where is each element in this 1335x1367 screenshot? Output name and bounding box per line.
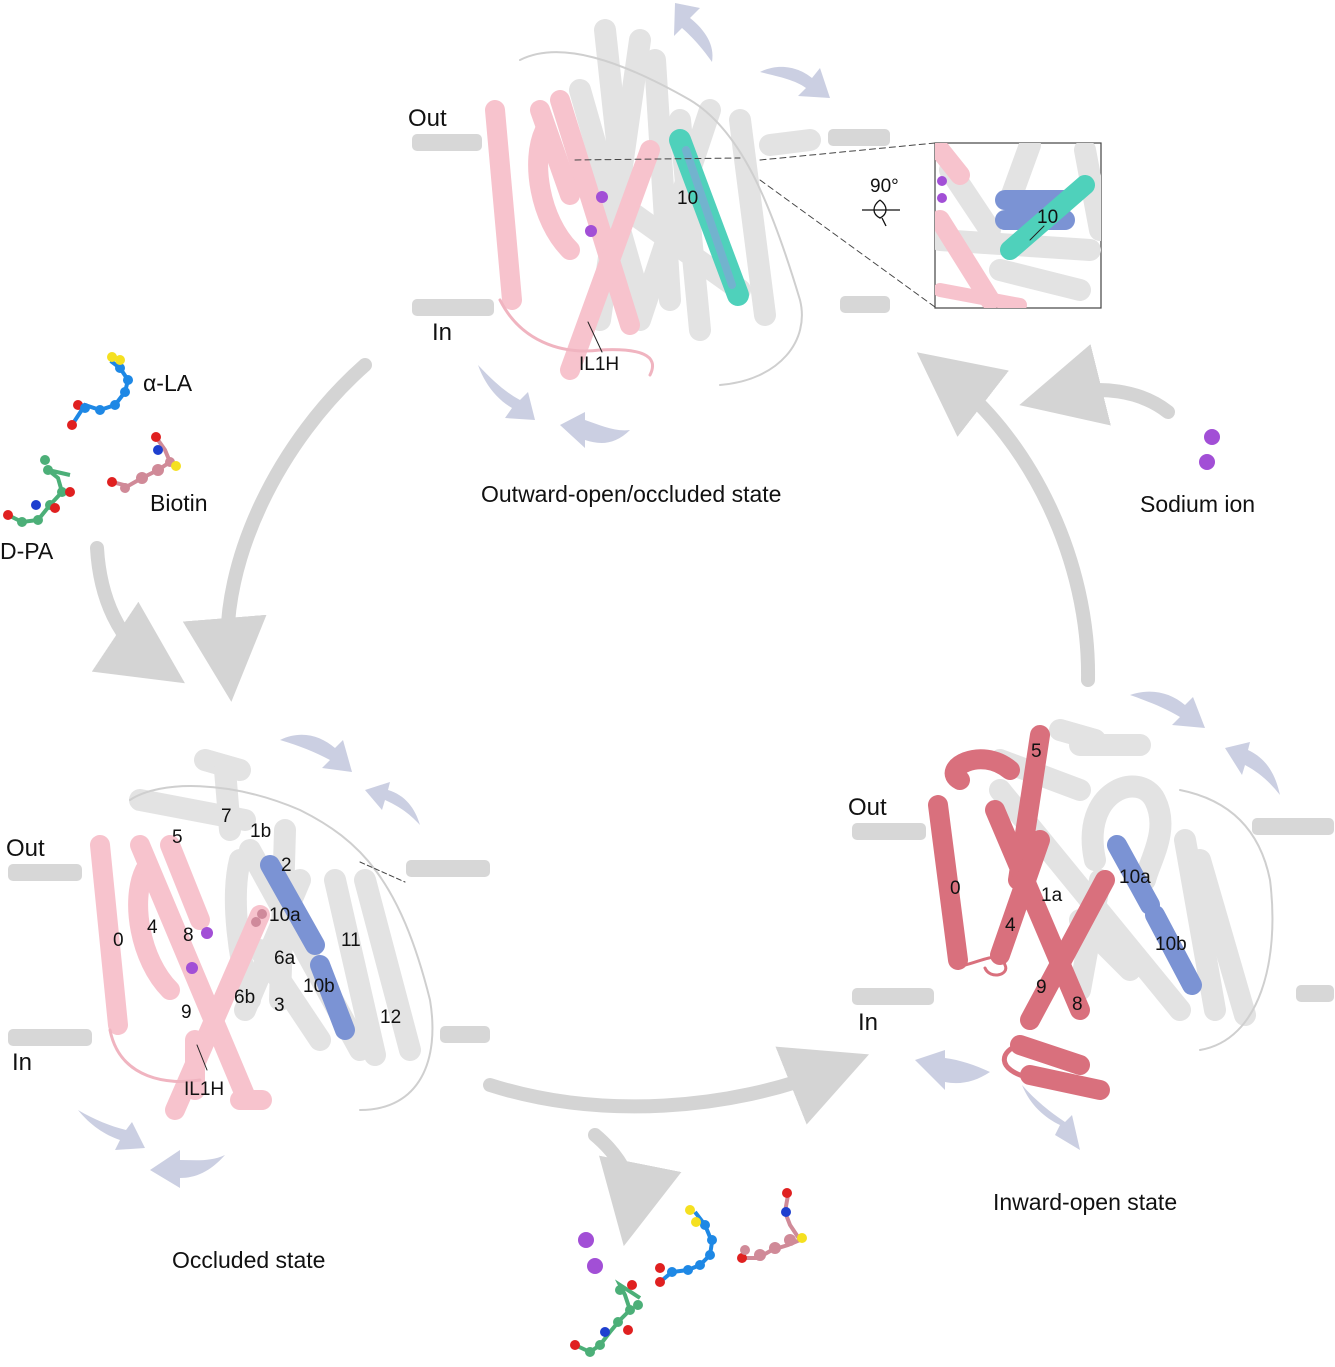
outward-helix-10: 10 (677, 188, 698, 209)
arrow-sodium-entry (1019, 344, 1175, 426)
motion-arrows (78, 3, 1280, 1188)
molecule-lipoic-acid-top (67, 352, 133, 430)
outward-in-label: In (432, 319, 452, 346)
cycle-arrows (90, 344, 1175, 1247)
inward-helix-4: 4 (1005, 915, 1016, 936)
inward-helix-10b: 10b (1155, 934, 1187, 955)
inset-rotation-label: 90° (870, 176, 899, 197)
occluded-helix-1b: 1b (250, 821, 271, 842)
inward-helix-0: 0 (950, 878, 961, 899)
occluded-helix-10b: 10b (303, 976, 335, 997)
arrow-inward-to-outward (916, 352, 1096, 687)
released-substrates (570, 1188, 807, 1357)
occluded-helix-6a: 6a (274, 948, 296, 969)
occluded-state-title: Occluded state (172, 1247, 325, 1273)
outward-out-label: Out (408, 105, 447, 132)
occluded-helix-9: 9 (181, 1002, 192, 1023)
occluded-helix-3: 3 (274, 995, 285, 1016)
label-lipoic-acid: α-LA (143, 370, 193, 396)
inward-helix-5: 5 (1031, 741, 1042, 762)
occluded-helix-2: 2 (281, 855, 292, 876)
label-sodium-ion: Sodium ion (1140, 491, 1255, 517)
molecule-pantothenate-top (3, 455, 75, 527)
label-pantothenate: D-PA (0, 538, 54, 564)
occluded-helix-7: 7 (221, 806, 232, 827)
inward-in-label: In (858, 1009, 878, 1036)
occluded-out-label: Out (6, 835, 45, 862)
inward-helix-9: 9 (1036, 977, 1047, 998)
inset-rotated-view (934, 142, 1102, 309)
arrow-outward-to-occluded (182, 358, 372, 702)
inward-state-title: Inward-open state (993, 1189, 1177, 1215)
occluded-helix-5: 5 (172, 827, 183, 848)
occluded-helix-11: 11 (341, 930, 361, 951)
inward-out-label: Out (848, 794, 887, 821)
arrow-substrate-entry (90, 541, 185, 684)
arrow-occluded-to-inward (483, 1046, 870, 1125)
occluded-in-label: In (12, 1049, 32, 1076)
occluded-helix-8: 8 (183, 925, 194, 946)
outward-state-structure (485, 19, 936, 386)
inward-state-structure (928, 719, 1274, 1100)
label-biotin: Biotin (150, 490, 208, 516)
inset-helix-10: 10 (1037, 207, 1058, 228)
inward-helix-1a: 1a (1041, 885, 1063, 906)
occluded-helix-il1h: IL1H (184, 1079, 224, 1100)
occluded-helix-4: 4 (147, 917, 158, 938)
sodium-ions-right (1199, 429, 1220, 470)
outward-state-title: Outward-open/occluded state (481, 481, 781, 507)
outward-helix-il1h: IL1H (579, 354, 619, 375)
occluded-helix-10a: 10a (269, 905, 301, 926)
occluded-state-structure (90, 749, 434, 1120)
molecule-biotin-top (107, 432, 181, 493)
membrane-bars (8, 129, 1334, 1046)
rotation-icon (862, 199, 900, 227)
occluded-helix-0: 0 (113, 930, 124, 951)
occluded-helix-6b: 6b (234, 987, 255, 1008)
occluded-helix-12: 12 (380, 1007, 401, 1028)
inward-helix-10a: 10a (1119, 867, 1151, 888)
inward-helix-8: 8 (1072, 994, 1083, 1015)
arrow-release (588, 1128, 682, 1247)
